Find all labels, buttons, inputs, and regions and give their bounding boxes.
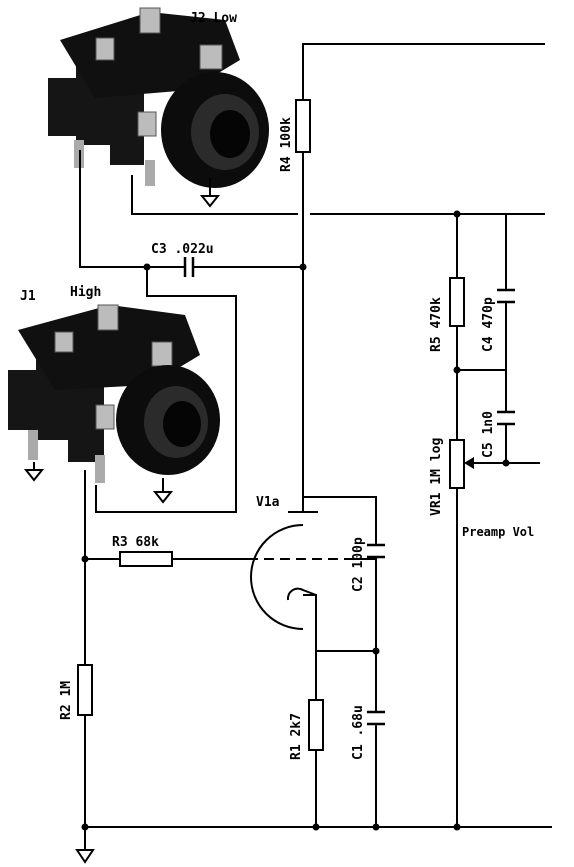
- label-j1-name: High: [70, 285, 101, 300]
- capacitor-c4: [497, 288, 515, 304]
- ground-symbol-j1-left: [23, 462, 45, 482]
- resistor-r4: [295, 99, 311, 153]
- label-j1-ref: J1: [20, 289, 36, 304]
- ground-symbol-main: [75, 849, 95, 864]
- label-r3: R3 68k: [112, 535, 159, 550]
- capacitor-c1: [367, 710, 385, 726]
- triode-v1a: [250, 505, 318, 630]
- potentiometer-vr1: [449, 439, 474, 489]
- label-r1: R1 2k7: [289, 713, 304, 760]
- label-c2: C2 100p: [351, 537, 366, 592]
- resistor-r3: [119, 551, 173, 567]
- capacitor-c5: [497, 410, 515, 426]
- resistor-r1: [308, 699, 324, 751]
- capacitor-c3: [183, 257, 195, 277]
- label-preamp-vol: Preamp Vol: [462, 525, 534, 539]
- resistor-r5: [449, 277, 465, 327]
- label-r5: R5 470k: [429, 297, 444, 352]
- ground-symbol-j2: [199, 178, 221, 208]
- jack-j1-image: [8, 304, 220, 483]
- label-c5: C5 1n0: [481, 411, 496, 458]
- wires: [79, 43, 552, 850]
- label-c3: C3 .022u: [151, 242, 214, 257]
- label-c4: C4 470p: [481, 297, 496, 352]
- ground-symbol-j1-right: [152, 478, 174, 504]
- label-j2: J2 Low: [190, 11, 237, 26]
- label-r4: R4 100k: [279, 117, 294, 172]
- label-r2: R2 1M: [59, 681, 74, 720]
- junction-dots: [81, 210, 510, 831]
- label-vr1: VR1 1M log: [429, 438, 444, 516]
- jack-j2-image: [48, 7, 269, 188]
- resistor-r2: [77, 664, 93, 716]
- label-v1a: V1a: [256, 495, 280, 510]
- capacitor-c2: [367, 543, 385, 559]
- label-c1: C1 .68u: [351, 705, 366, 760]
